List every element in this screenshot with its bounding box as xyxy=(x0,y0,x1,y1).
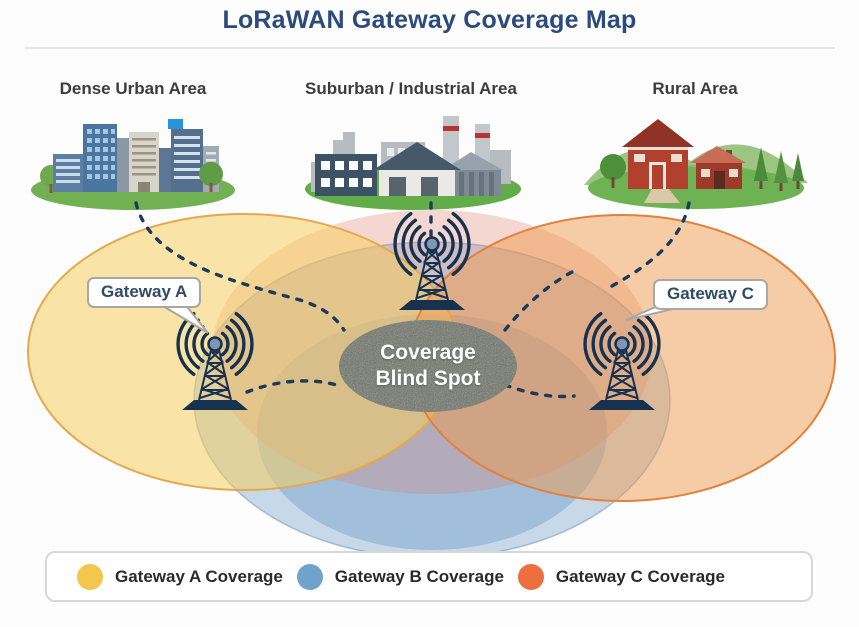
city-buildings xyxy=(53,119,219,192)
gateway-c-callout-label: Gateway C xyxy=(667,284,754,303)
conifer-trees xyxy=(754,147,804,191)
connector-gateway-a-to-blind-spot xyxy=(245,379,342,394)
connector-blind-spot-to-gateway-c-upper xyxy=(503,270,574,332)
dense-urban-illustration xyxy=(31,119,235,210)
page-title: LoRaWAN Gateway Coverage Map xyxy=(222,6,637,34)
barn xyxy=(622,119,694,189)
gateway-a-color-dot xyxy=(77,563,103,590)
blind-spot-line2: Blind Spot xyxy=(375,366,481,390)
legend: Gateway A Coverage Gateway B Coverage Ga… xyxy=(45,551,813,602)
blind-spot-label: Coverage Blind Spot xyxy=(338,340,518,391)
label-rural-area: Rural Area xyxy=(652,79,738,98)
legend-item-gateway-b: Gateway B Coverage xyxy=(296,563,504,590)
farm-path xyxy=(644,189,680,203)
gateway-a-callout-label: Gateway A xyxy=(101,282,188,301)
legend-label-gateway-a: Gateway A Coverage xyxy=(115,566,283,586)
warehouse xyxy=(373,142,503,196)
legend-label-gateway-c: Gateway C Coverage xyxy=(555,566,725,586)
connector-rural-to-gateway-c xyxy=(610,201,691,288)
label-dense-urban-area: Dense Urban Area xyxy=(59,79,207,98)
dashed-connectors xyxy=(134,201,691,399)
gateway-c-color-dot xyxy=(517,563,544,590)
legend-label-gateway-b: Gateway B Coverage xyxy=(334,566,504,586)
label-suburban-industrial-area: Suburban / Industrial Area xyxy=(305,79,517,98)
gateway-c-callout: Gateway C xyxy=(653,279,768,310)
legend-item-gateway-a: Gateway A Coverage xyxy=(77,563,283,590)
rural-illustration xyxy=(584,119,808,209)
connector-city-to-center xyxy=(134,201,346,332)
title-divider xyxy=(25,47,835,49)
blind-spot-line1: Coverage xyxy=(380,341,476,364)
main-factory-building xyxy=(315,154,377,196)
farm-house xyxy=(690,146,746,189)
gateway-a-callout: Gateway A xyxy=(87,277,202,308)
suburban-industrial-illustration xyxy=(305,116,521,210)
blind-spot-grain xyxy=(339,320,517,412)
legend-item-gateway-c: Gateway C Coverage xyxy=(517,563,725,590)
gateway-b-color-dot xyxy=(296,563,323,590)
